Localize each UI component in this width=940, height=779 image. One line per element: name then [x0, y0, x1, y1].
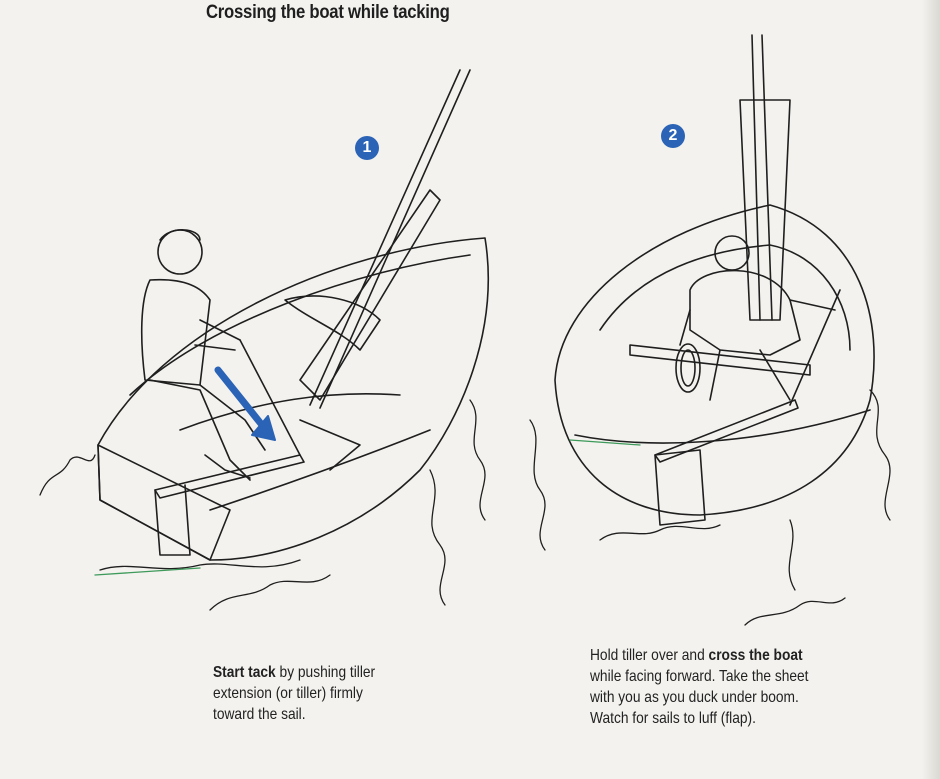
figure-2-water	[529, 389, 891, 626]
step-1-caption-line-1-rest: by pushing tiller	[275, 664, 376, 681]
step-2-caption-line-1-plain: Hold tiller over and	[590, 647, 709, 664]
step-2-caption-line-2: while facing forward. Take the sheet	[590, 668, 809, 685]
page-edge-shadow	[922, 0, 940, 779]
step-1-number-badge-icon: 1	[355, 136, 379, 160]
step-1-caption-line-3: toward the sail.	[213, 706, 306, 723]
step-2-caption-line-4: Watch for sails to luff (flap).	[590, 710, 756, 727]
step-2-caption-line-3: with you as you duck under boom.	[590, 689, 799, 706]
tacking-illustration	[39, 34, 891, 626]
figure-1-water	[39, 399, 486, 611]
step-2-caption: Hold tiller over and cross the boat whil…	[590, 645, 865, 729]
page-title: Crossing the boat while tacking	[206, 2, 450, 23]
figure-2-boat	[554, 34, 875, 526]
step-1-caption: Start tack by pushing tiller extension (…	[213, 662, 419, 725]
step-2-number-badge-icon: 2	[661, 124, 685, 148]
step-1-caption-bold: Start tack	[213, 664, 276, 681]
step-1-caption-line-2: extension (or tiller) firmly	[213, 685, 363, 702]
step-2-caption-bold: cross the boat	[708, 647, 803, 664]
push-direction-arrow-icon	[214, 366, 276, 441]
figure-1-boat	[97, 69, 489, 561]
step-2-caption-line-1: Hold tiller over and cross the boat	[590, 645, 865, 666]
step-1-caption-line-1: Start tack by pushing tiller	[213, 662, 419, 683]
